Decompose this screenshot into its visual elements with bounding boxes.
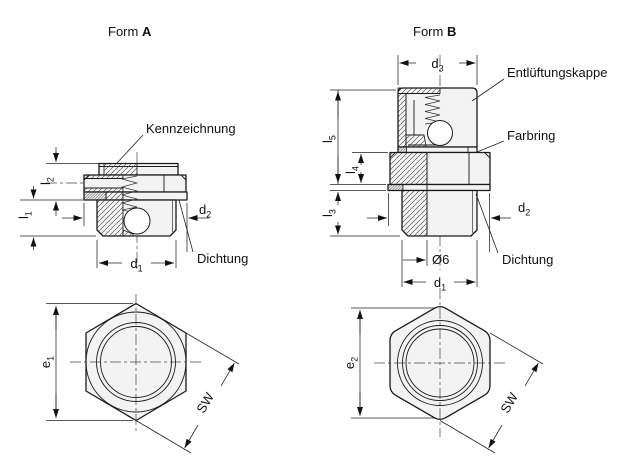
dimension-l1: l1 [16, 186, 96, 250]
callout-dichtung-b: Dichtung [475, 193, 553, 267]
dimension-l2: l2 [20, 147, 99, 216]
dim-label-sw-b: SW [497, 389, 521, 415]
form-b: Form B [320, 24, 607, 454]
dim-label-d2-b: d2 [518, 200, 530, 218]
dim-label-hole: Ø6 [432, 252, 449, 267]
form-b-section-view: Entlüftungskappe Farbring Dichtung d3 [320, 55, 607, 293]
form-a-title: Form A [108, 24, 152, 39]
entlueftungskappe-label: Entlüftungskappe [507, 65, 607, 80]
valve-spring [120, 175, 139, 214]
hex-section-hatch-top [83, 174, 124, 179]
dimension-d2-a: d2 [62, 202, 211, 252]
farbring-label: Farbring [507, 128, 555, 143]
dimension-e1: e1 [38, 303, 133, 421]
valve-ball [123, 207, 151, 235]
form-b-top-view: e2 SW [342, 288, 544, 454]
hex-chamfer-right [180, 174, 187, 181]
form-a: Form A [16, 24, 248, 454]
dim-label-sw-a: SW [193, 389, 217, 415]
head-section-hatch [103, 163, 138, 176]
callout-farbring: Farbring [476, 128, 555, 153]
dimension-l4: l4 [343, 152, 388, 183]
shank-section-hatch [96, 199, 124, 237]
dim-label-d1-a: d1 [130, 256, 142, 274]
form-a-section-view: Kennzeichnung Dichtung l2 l1 [16, 121, 248, 274]
washer-section-hatch [83, 191, 107, 201]
dim-label-d3: d3 [431, 56, 443, 74]
dimension-d3: d3 [397, 55, 478, 85]
dim-label-l3: l3 [320, 209, 338, 217]
form-a-top-view: e1 SW [38, 294, 240, 454]
color-ring-hatch [397, 146, 407, 153]
callout-entlueftungskappe: Entlüftungskappe [471, 65, 607, 102]
dim-label-e2: e2 [342, 357, 360, 369]
callout-kennzeichnung: Kennzeichnung [116, 121, 236, 164]
dimension-l5: l5 [320, 89, 396, 185]
dim-label-l1: l1 [16, 211, 34, 219]
hex-chamfer-right [484, 152, 491, 159]
dimension-d2-b: d2 [367, 193, 530, 252]
dim-label-l5: l5 [320, 135, 338, 143]
color-ring [397, 146, 478, 154]
valve-spring [424, 94, 441, 125]
dimension-d1-a: d1 [96, 240, 177, 274]
dimension-l3: l3 [320, 190, 400, 237]
dim-label-d1-b: d1 [434, 275, 446, 293]
dimension-d1-b: d1 [401, 240, 478, 293]
dimension-hole: Ø6 [403, 240, 449, 267]
callout-dichtung-a: Dichtung [178, 199, 248, 266]
dichtung-label-a: Dichtung [197, 251, 248, 266]
washer-section-hatch [387, 184, 404, 191]
kennzeichnung-label: Kennzeichnung [146, 121, 236, 136]
dichtung-label-b: Dichtung [502, 252, 553, 267]
dim-label-e1: e1 [38, 356, 56, 368]
cap-top-hatch [397, 87, 441, 94]
dim-label-d2-a: d2 [199, 202, 211, 220]
cap-wall-hatch [397, 93, 407, 148]
form-b-title: Form B [413, 24, 456, 39]
hex-section-hatch [389, 152, 428, 185]
neck-section-hatch [105, 191, 124, 201]
dimension-e2: e2 [342, 307, 436, 419]
valve-ball [427, 120, 453, 146]
shank-section-hatch [401, 190, 428, 237]
hex-section-hatch-bottom [83, 187, 124, 193]
dim-label-l4: l4 [343, 166, 361, 174]
dim-label-l2: l2 [38, 177, 56, 185]
seat-section-hatch [122, 229, 134, 237]
